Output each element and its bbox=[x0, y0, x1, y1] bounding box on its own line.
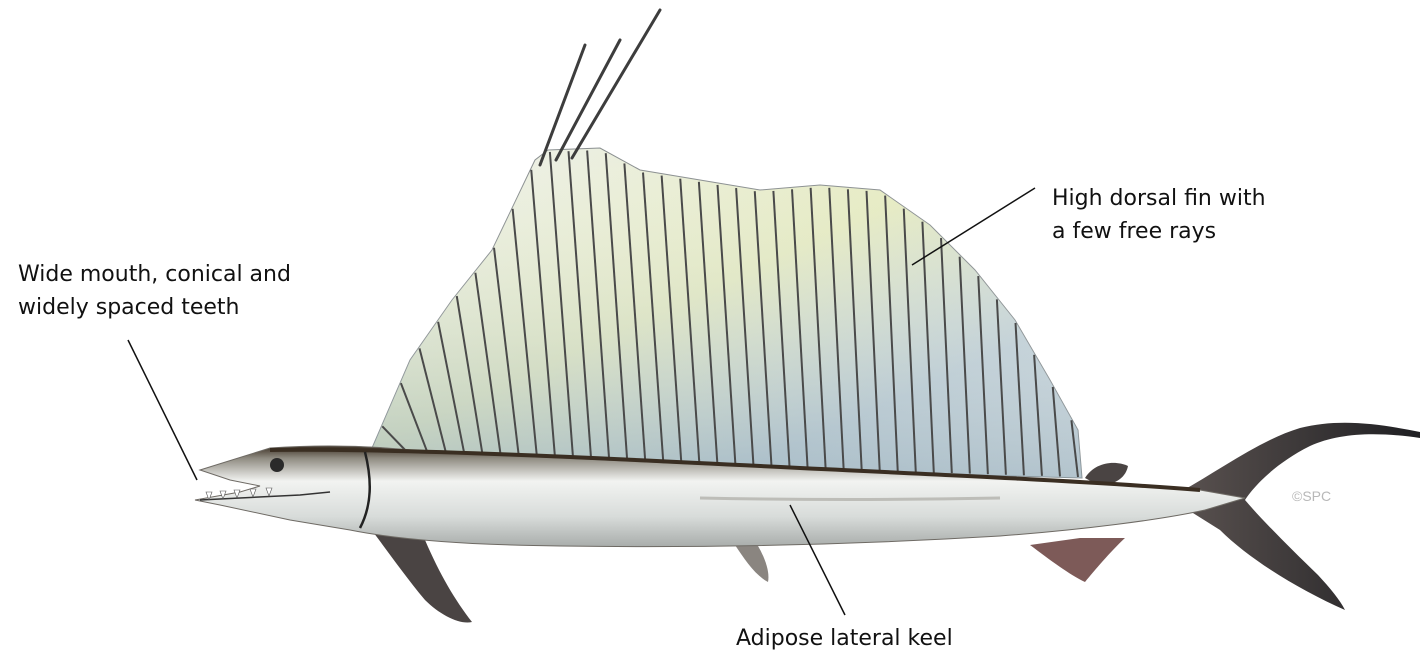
dorsal-fin-label-line2: a few free rays bbox=[1052, 215, 1266, 248]
keel-label-line1: Adipose lateral keel bbox=[736, 622, 953, 655]
anal-fin bbox=[1030, 538, 1125, 582]
mouth-label-line1: Wide mouth, conical and bbox=[18, 258, 291, 291]
mouth-label: Wide mouth, conical and widely spaced te… bbox=[18, 258, 291, 324]
eye bbox=[270, 458, 284, 472]
pelvic-fin bbox=[735, 545, 768, 582]
mouth-label-line2: widely spaced teeth bbox=[18, 291, 291, 324]
free-rays bbox=[540, 10, 660, 165]
keel-label: Adipose lateral keel bbox=[736, 622, 953, 655]
dorsal-fin-label-line1: High dorsal fin with bbox=[1052, 182, 1266, 215]
dorsal-fin-label: High dorsal fin with a few free rays bbox=[1052, 182, 1266, 248]
copyright-credit: ©SPC bbox=[1292, 488, 1331, 504]
mouth-leader-line bbox=[128, 340, 197, 480]
tail-fin bbox=[1180, 423, 1420, 610]
lateral-keel bbox=[700, 498, 1000, 500]
